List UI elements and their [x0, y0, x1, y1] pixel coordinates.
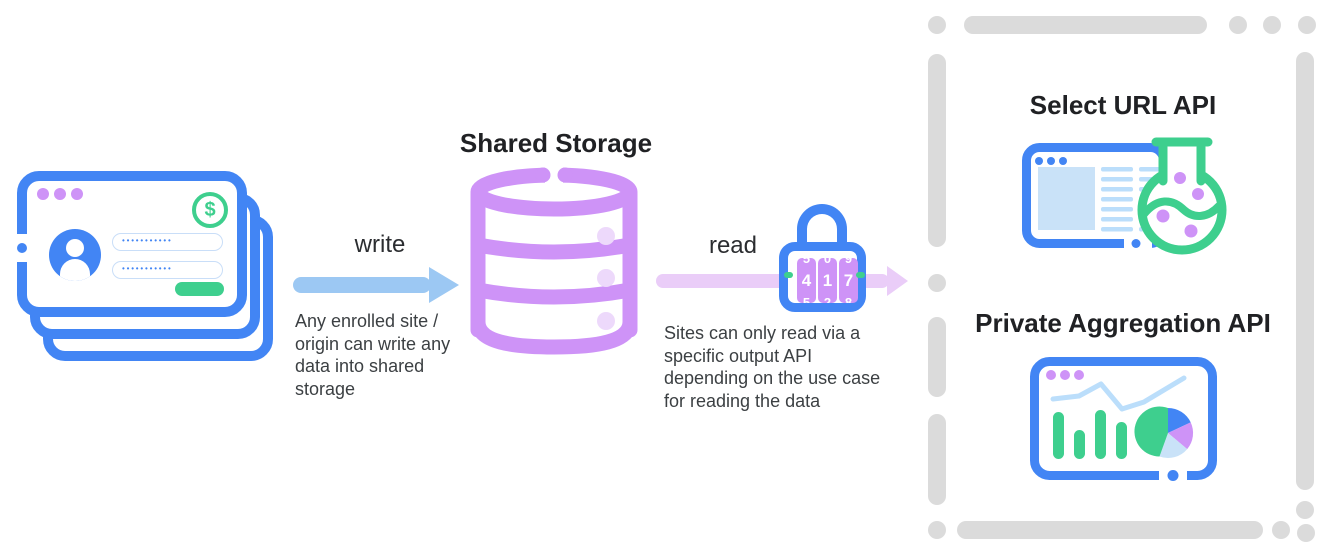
lock-shackle	[797, 204, 847, 248]
write-arrow-head	[429, 267, 459, 303]
write-label: write	[354, 231, 406, 258]
sign-in-button	[175, 282, 224, 296]
avatar-shoulders	[60, 259, 90, 281]
lock-dial: 0 1 2	[818, 258, 837, 303]
avatar-icon	[49, 229, 101, 281]
password-field: •••••••••••	[112, 261, 223, 279]
database-icon	[470, 166, 638, 355]
dial-digit: 1	[822, 271, 833, 290]
select-url-api-title: Select URL API	[1029, 90, 1217, 120]
read-arrow-head	[887, 266, 908, 296]
dial-digit: 5	[802, 295, 811, 303]
dollar-icon: $	[192, 192, 228, 228]
caption-line: origin can write any	[295, 333, 451, 354]
caption-line: Any enrolled site /	[295, 311, 439, 331]
read-caption: Sites can only read via a specific outpu…	[664, 322, 914, 412]
caption-line: data into shared	[295, 356, 425, 376]
private-aggregation-api-title: Private Aggregation API	[975, 308, 1271, 338]
read-label: read	[708, 232, 758, 259]
browser-flask-icon	[1022, 137, 1227, 255]
dial-tick-icon	[856, 272, 865, 278]
browser-window-front: $ ••••••••••• •••••••••••	[17, 171, 247, 317]
window-dot-icon	[71, 188, 83, 200]
dial-digit: 0	[823, 258, 832, 266]
caption-line: specific output API	[664, 345, 813, 366]
window-dot-icon	[54, 188, 66, 200]
caption-line: for reading the data	[664, 390, 821, 411]
shared-storage-title: Shared Storage	[459, 128, 653, 158]
write-caption: Any enrolled site / origin can write any…	[295, 310, 480, 400]
dial-digit: 9	[844, 258, 853, 266]
dashboard-chart-icon	[1030, 357, 1217, 481]
lock-dial: 5 4 5	[797, 258, 816, 303]
dial-digit: 8	[844, 295, 853, 303]
dial-digit: 5	[802, 258, 811, 266]
caption-line: storage	[295, 378, 356, 399]
dial-digit: 7	[843, 271, 854, 290]
dial-tick-icon	[784, 272, 793, 278]
caption-line: depending on the use case	[664, 368, 881, 388]
caption-line: Sites can only read via a	[664, 323, 861, 343]
window-dot-icon	[37, 188, 49, 200]
border-dot-icon	[17, 243, 27, 253]
avatar-head	[66, 239, 84, 257]
dial-digit: 2	[823, 295, 832, 303]
dial-digit: 4	[801, 271, 812, 290]
password-field: •••••••••••	[112, 233, 223, 251]
lock-dial: 9 7 8	[839, 258, 858, 303]
write-arrow	[293, 277, 431, 293]
